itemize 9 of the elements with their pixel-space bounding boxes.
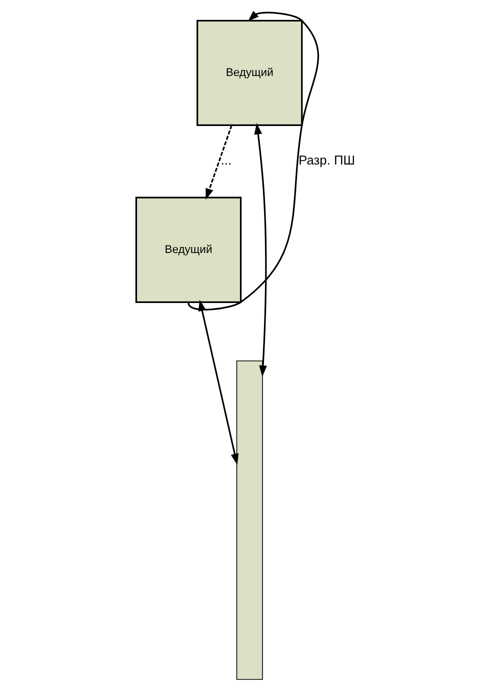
node-bar — [236, 360, 263, 680]
edge-label: ... — [220, 152, 232, 168]
arrow — [254, 123, 267, 377]
node-box: Ведущий — [196, 20, 303, 126]
arrow — [206, 125, 232, 200]
arrow — [188, 10, 319, 310]
edge-label: Разр. ПШ — [298, 152, 356, 168]
arrow — [198, 300, 239, 466]
node-box: Ведущий — [135, 196, 242, 303]
